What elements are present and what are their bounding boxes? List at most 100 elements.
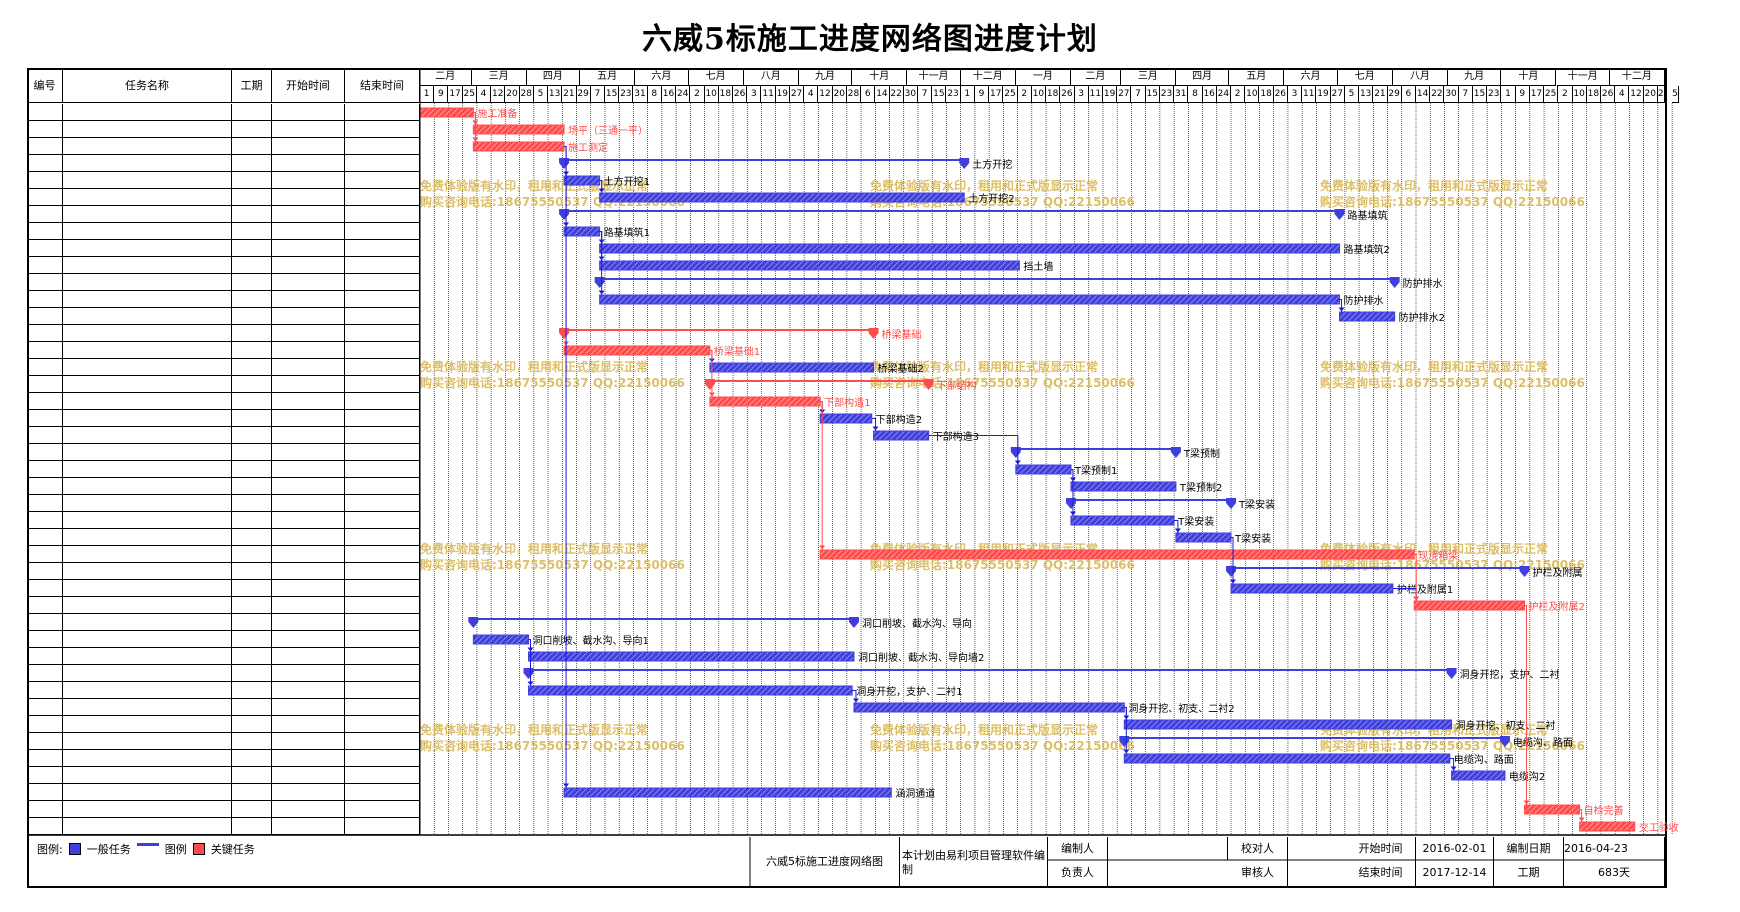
task-duration [232, 155, 272, 172]
month-header: 二月 [1070, 69, 1121, 86]
month-header: 五月 [580, 69, 636, 86]
task-start [272, 512, 345, 529]
task-start [272, 648, 345, 665]
task-name [63, 359, 232, 376]
day-tick: 2 [1017, 86, 1032, 103]
bar-label: 施工准备 [477, 107, 517, 120]
link-arrow [563, 783, 570, 788]
task-start [272, 138, 345, 155]
bar-label: 场平（三通一平） [568, 124, 648, 137]
day-tick: 10 [1572, 86, 1587, 103]
task-duration [232, 546, 272, 563]
task-id [27, 172, 63, 189]
task-bar [599, 192, 965, 203]
task-bar [1523, 804, 1581, 815]
bar-label: 洞口削坡、截水沟、导向1 [532, 634, 648, 647]
month-header: 十月 [852, 69, 908, 86]
task-name [63, 393, 232, 410]
task-bar [1123, 753, 1451, 764]
summary-marker [594, 277, 605, 288]
task-id [27, 155, 63, 172]
task-bar [472, 124, 565, 135]
bar-label: 路基填筑2 [1344, 243, 1390, 256]
task-duration [232, 614, 272, 631]
task-name [63, 716, 232, 733]
task-duration [232, 699, 272, 716]
task-duration [232, 767, 272, 784]
footer-end-value: 2017-12-14 [1416, 860, 1494, 886]
bar-label: 路基填筑1 [604, 226, 650, 239]
task-id [27, 410, 63, 427]
month-header: 六月 [635, 69, 689, 86]
task-duration [232, 325, 272, 342]
task-bar [1015, 464, 1072, 475]
task-duration [232, 529, 272, 546]
day-tick: 26 [733, 86, 748, 103]
bar-label: 桥梁基础1 [714, 345, 760, 358]
task-start [272, 359, 345, 376]
task-duration [232, 376, 272, 393]
task-start [272, 631, 345, 648]
task-duration [232, 121, 272, 138]
day-tick: 4 [1615, 86, 1630, 103]
day-tick: 7 [590, 86, 605, 103]
footer-reviewer-label: 校对人 [1228, 837, 1288, 860]
footer-editor-value [1108, 837, 1228, 860]
task-start [272, 597, 345, 614]
task-id [27, 716, 63, 733]
task-start [272, 376, 345, 393]
task-name [63, 376, 232, 393]
task-id [27, 597, 63, 614]
task-duration [232, 478, 272, 495]
day-tick: 15 [1145, 86, 1160, 103]
task-bar [819, 549, 1415, 560]
link-arrow [852, 698, 859, 703]
day-tick: 23 [619, 86, 634, 103]
bar-label: 护栏及附属 [1532, 566, 1582, 579]
bar-label: 下部结构 [937, 379, 977, 392]
task-start [272, 546, 345, 563]
task-duration [232, 597, 272, 614]
summary-marker [1334, 209, 1345, 220]
task-id [27, 631, 63, 648]
dependency-link [1124, 707, 1127, 754]
day-tick: 1 [420, 86, 435, 103]
day-tick: 3 [1287, 86, 1303, 103]
day-tick: 23 [1487, 86, 1502, 103]
day-tick: 2 [1558, 86, 1573, 103]
day-tick: 23 [1159, 86, 1175, 103]
day-tick: 9 [1515, 86, 1530, 103]
watermark-text: 购买咨询电话:18675550537 QQ:22150066 [1320, 375, 1585, 390]
task-name [63, 767, 232, 784]
legend-normal-label: 一般任务 [86, 843, 131, 856]
link-arrow [1174, 528, 1181, 533]
task-start [272, 172, 345, 189]
task-start [272, 461, 345, 478]
task-id [27, 291, 63, 308]
bar-label: 土方开挖1 [604, 175, 650, 188]
footer-owner-label: 负责人 [1048, 860, 1108, 886]
watermark-text: 购买咨询电话:18675550537 QQ:22150066 [420, 738, 685, 753]
bar-label: 路基填筑 [1348, 209, 1388, 222]
task-duration [232, 189, 272, 206]
legend-normal-swatch [68, 843, 81, 855]
day-tick: 18 [1259, 86, 1274, 103]
task-duration [232, 444, 272, 461]
task-start [272, 665, 345, 682]
watermark-text: 购买咨询电话:18675550537 QQ:22150066 [1320, 194, 1585, 209]
footer-editor-label: 编制人 [1048, 837, 1108, 860]
legend-summary-swatch [136, 842, 159, 856]
task-name [63, 257, 232, 274]
link-arrow [1069, 511, 1076, 516]
link-arrow [1450, 766, 1457, 771]
task-name [63, 189, 232, 206]
task-bar [1070, 481, 1177, 492]
task-id [27, 138, 63, 155]
task-bar [853, 702, 1125, 713]
day-tick: 25 [1003, 86, 1018, 103]
day-tick: 12 [1629, 86, 1644, 103]
dependency-link [1070, 469, 1074, 516]
day-tick: 26 [1273, 86, 1288, 103]
task-start [272, 223, 345, 240]
day-tick: 5 [1344, 86, 1360, 103]
